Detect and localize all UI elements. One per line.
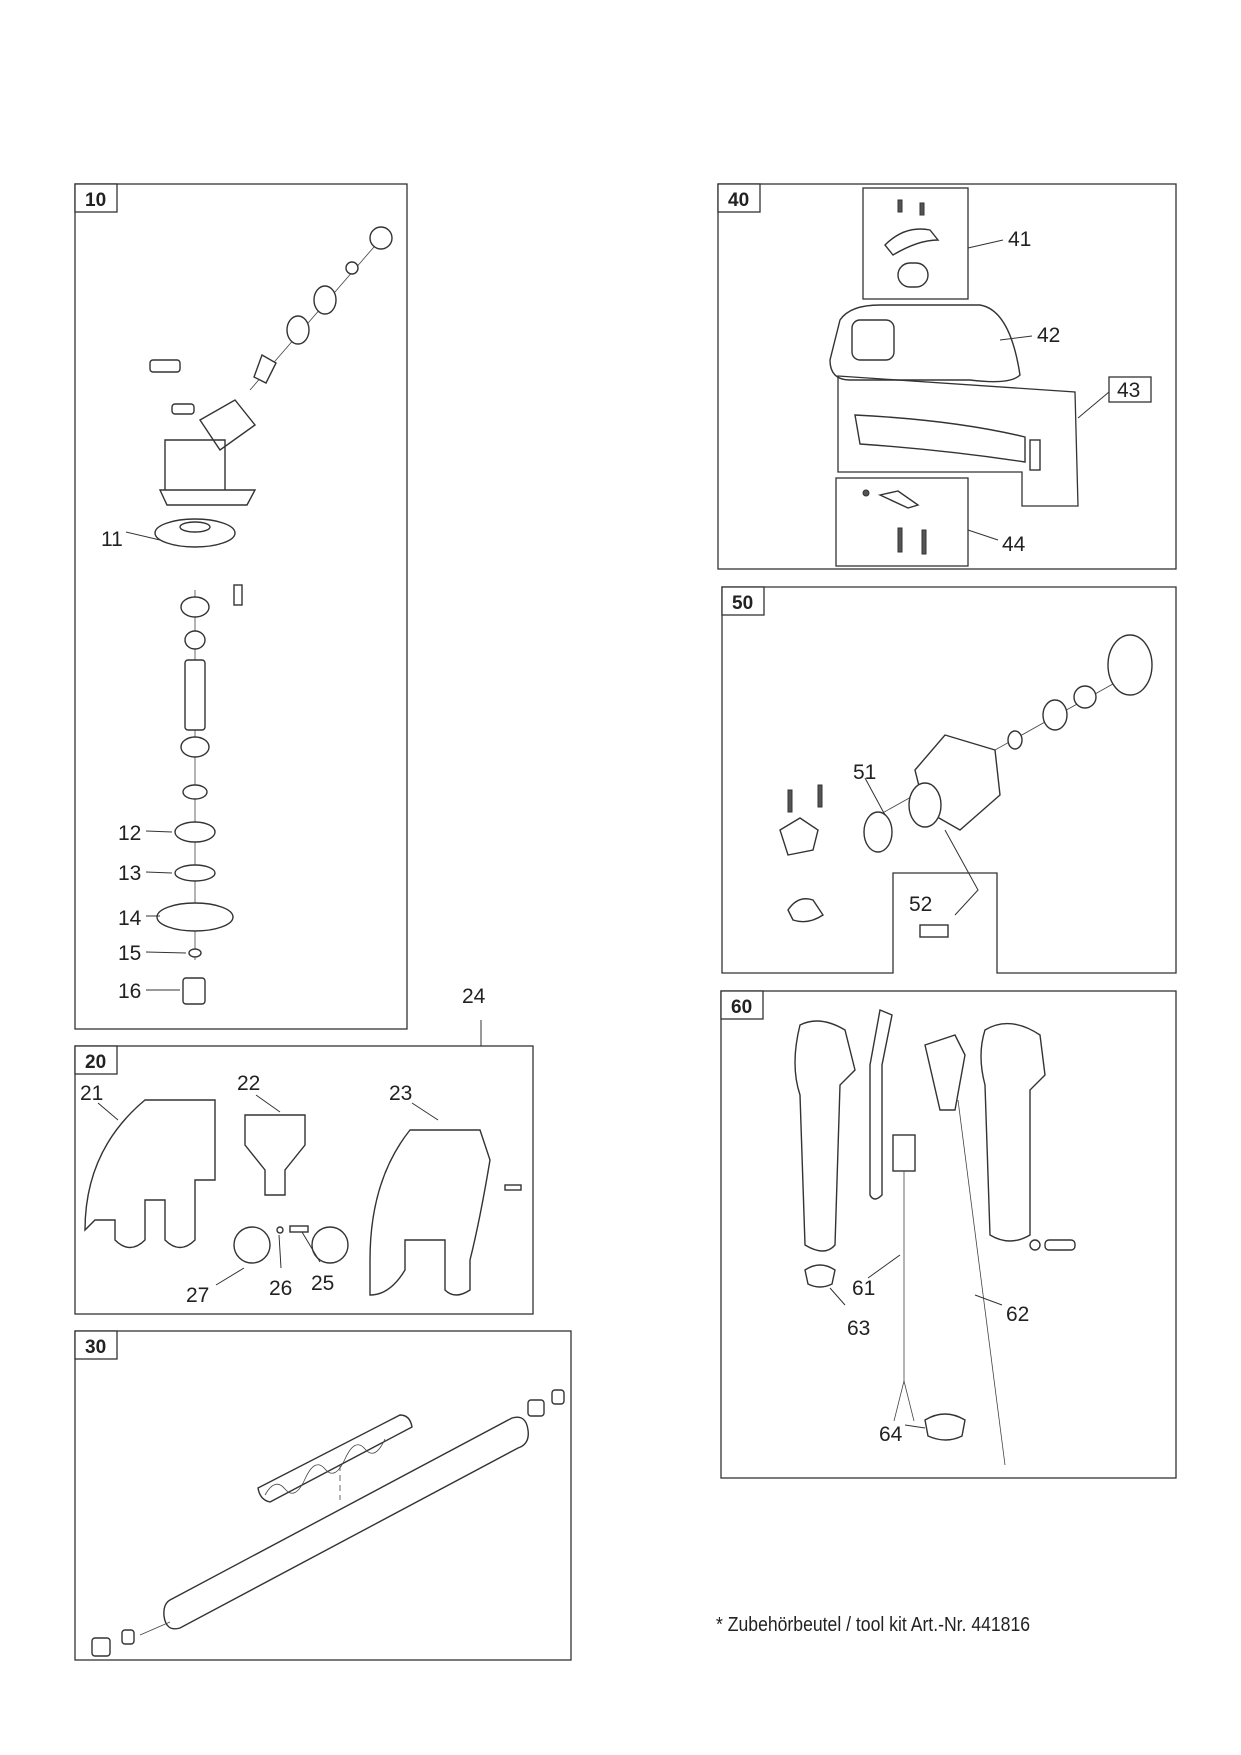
group-20-frame [74, 1045, 534, 1315]
circlip [369, 226, 393, 250]
group-40: 40 41 42 43 44 [717, 183, 1177, 570]
bearing [180, 736, 210, 758]
callout-13: 13 [118, 862, 141, 885]
clamp [779, 817, 819, 856]
throttle-lever [869, 1009, 893, 1200]
tool-kit-note: * Zubehörbeutel / tool kit Art.-Nr. 4418… [716, 1614, 1031, 1636]
part-44-box [835, 477, 969, 567]
handle-half-left [794, 1020, 856, 1252]
callout-43: 43 [1117, 379, 1140, 402]
group-60-frame [720, 990, 1177, 1479]
nut [184, 630, 206, 650]
cable-clip [804, 1264, 836, 1288]
group-30: 30 [74, 1330, 572, 1661]
callout-43-tag [1108, 376, 1152, 403]
callout-25: 25 [311, 1272, 334, 1295]
circlip-small [345, 261, 359, 275]
bearing [1042, 699, 1068, 731]
clamp-ring [311, 1226, 349, 1264]
callout-24: 24 [462, 985, 486, 1008]
part-14 [156, 902, 234, 932]
group-50-frame [721, 586, 1177, 974]
callout-12: 12 [118, 822, 141, 845]
callout-11: 11 [101, 528, 123, 551]
bearing [180, 596, 210, 618]
group-10: 10 11 12 13 14 15 16 [74, 183, 408, 1030]
part-12 [174, 821, 216, 843]
gear-housing [158, 399, 257, 506]
callout-16: 16 [118, 980, 141, 1003]
callout-15: 15 [118, 942, 141, 965]
group-40-frame [717, 183, 1177, 570]
handle-guard-bottom [854, 414, 1026, 463]
callout-42: 42 [1037, 324, 1060, 347]
group-60: 60 61 62 63 64 [720, 990, 1177, 1479]
nut [91, 1637, 111, 1657]
screw [149, 359, 181, 373]
callout-44: 44 [1002, 533, 1026, 556]
drive-shaft [184, 659, 206, 731]
group-10-tag [74, 183, 118, 213]
group-50: 50 51 52 [721, 586, 1177, 974]
callout-21: 21 [80, 1082, 103, 1105]
circlip [1073, 685, 1097, 709]
group-30-frame [74, 1330, 572, 1661]
callout-51: 51 [853, 761, 876, 784]
drive-tube [163, 1416, 529, 1630]
knob [787, 898, 824, 923]
part-41-box [862, 187, 969, 300]
group-10-label: 10 [85, 190, 106, 211]
guard-half [84, 1099, 216, 1249]
sleeve [863, 811, 893, 853]
guard-half [369, 1129, 491, 1296]
callout-23: 23 [389, 1082, 412, 1105]
callout-64: 64 [879, 1423, 903, 1446]
screw [233, 584, 243, 606]
cover-plate [154, 518, 236, 548]
sleeve [897, 262, 929, 288]
part-13 [174, 864, 216, 882]
lever-clip [877, 490, 920, 509]
part-43-box [837, 375, 1079, 507]
group-50-label: 50 [732, 593, 753, 614]
cable-clip [924, 1413, 966, 1441]
bearing [286, 315, 310, 345]
callout-14: 14 [118, 907, 142, 930]
handle-half-right [980, 1022, 1046, 1242]
screw [504, 1184, 522, 1191]
circlip [182, 784, 208, 800]
switch [892, 1134, 916, 1172]
bearing [313, 285, 337, 315]
callout-26: 26 [269, 1277, 292, 1300]
callout-41: 41 [1008, 228, 1031, 251]
callout-52: 52 [909, 893, 932, 916]
screw [1044, 1239, 1076, 1251]
callout-27: 27 [186, 1284, 209, 1307]
screw [171, 403, 195, 415]
drive-cable-section [257, 1414, 413, 1503]
group-30-label: 30 [85, 1337, 106, 1358]
group-20-label: 20 [85, 1052, 106, 1073]
callout-63: 63 [847, 1317, 870, 1340]
circlip [1007, 730, 1023, 750]
bevel-gear [253, 353, 277, 384]
group-40-label: 40 [728, 190, 749, 211]
bushing [551, 1389, 565, 1405]
trigger [924, 1034, 966, 1111]
clamp-cap [884, 228, 940, 256]
clamp-ring [233, 1226, 271, 1264]
group-60-label: 60 [731, 997, 752, 1018]
callout-61: 61 [852, 1277, 875, 1300]
group-10-frame [74, 183, 408, 1030]
bushing [121, 1629, 135, 1645]
part-15 [188, 948, 202, 958]
nut [527, 1399, 545, 1417]
clamp-plate [244, 1114, 306, 1196]
callout-62: 62 [1006, 1303, 1029, 1326]
group-20: 20 24 21 22 23 27 26 25 [74, 985, 534, 1315]
part-16 [182, 977, 206, 1005]
clutch-drum [1107, 634, 1153, 696]
label-plate [919, 924, 949, 938]
callout-22: 22 [237, 1072, 260, 1095]
